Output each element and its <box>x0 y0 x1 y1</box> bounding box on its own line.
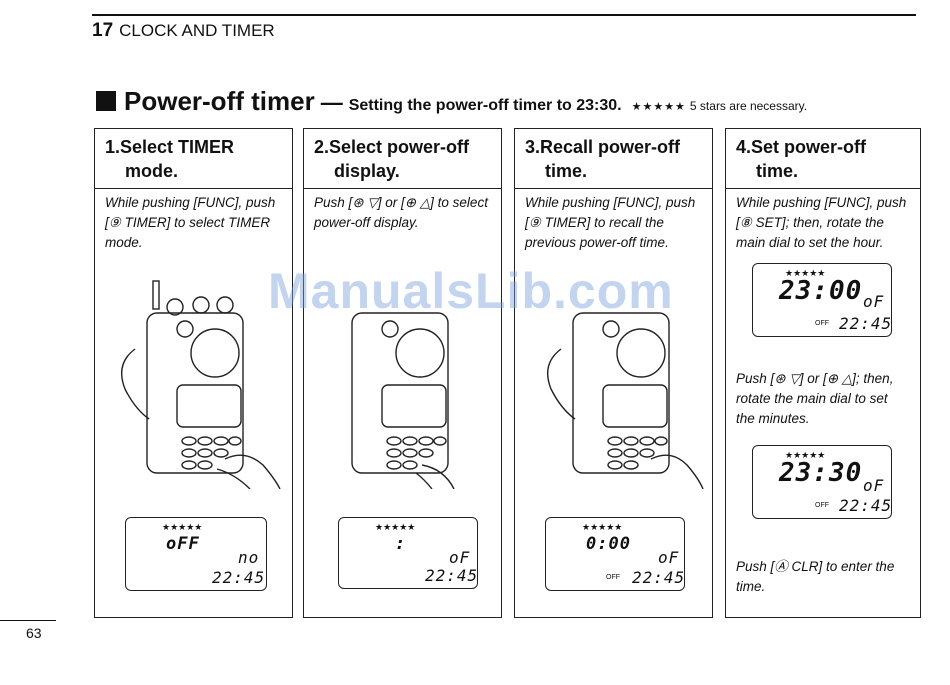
step-2-panel: 2.Select power-off display. Push [⊛ ▽] o… <box>303 128 502 618</box>
lcd-right-readout: oF <box>449 548 471 567</box>
lcd-stars: ★★★★★ <box>582 522 623 532</box>
step-1-heading-line1: 1.Select TIMER <box>105 137 235 157</box>
off-label: OFF <box>815 320 829 327</box>
lcd-right-readout: oF <box>863 476 885 495</box>
radio-hand-illustration <box>547 312 704 489</box>
radio-hand-illustration <box>351 312 455 489</box>
step-4-heading: 4.Set power-off time. <box>726 129 920 189</box>
section-header: 17 CLOCK AND TIMER <box>92 20 275 42</box>
lcd-right-readout: oF <box>658 548 680 567</box>
title-stars: ★★★★★ <box>631 101 686 113</box>
title-dash: — <box>320 90 343 115</box>
step-4-panel: 4.Set power-off time. While pushing [FUN… <box>725 128 921 618</box>
step-3-heading-line2: time. <box>545 161 588 181</box>
step-3-panel: 3.Recall power-off time. While pushing [… <box>514 128 713 618</box>
lcd-time: 22:45 <box>839 496 893 515</box>
top-rule <box>92 14 916 16</box>
title-subtitle: Setting the power-off timer to 23:30. <box>348 97 622 114</box>
step-4-lcd-hour: ★★★★★ 23:00 oF OFF 22:45 <box>752 263 892 337</box>
step-4-heading-line1: 4.Set power-off <box>736 137 867 157</box>
chapter-title: CLOCK AND TIMER <box>119 21 275 40</box>
lcd-main-readout: 0:00 <box>586 534 631 554</box>
step-4-lcd-minutes: ★★★★★ 23:30 oF OFF 22:45 <box>752 445 892 519</box>
lcd-stars: ★★★★★ <box>375 522 416 532</box>
step-1-lcd: ★★★★★ oFF no 22:45 <box>125 517 267 591</box>
step-2-lcd: ★★★★★ : oF 22:45 <box>338 517 478 589</box>
step-1-instructions: While pushing [FUNC], push [⑨ TIMER] to … <box>105 195 276 250</box>
step-2-heading-line1: 2.Select power-off <box>314 137 470 157</box>
step-2-heading: 2.Select power-off display. <box>304 129 501 189</box>
page-title: Power-off timer— Setting the power-off ti… <box>96 86 926 120</box>
lcd-main-readout: : <box>395 534 407 554</box>
step-3-heading-line1: 3.Recall power-off <box>525 137 681 157</box>
lcd-time: 22:45 <box>425 566 479 585</box>
lcd-right-readout: no <box>238 548 260 567</box>
chapter-number: 17 <box>92 20 114 41</box>
lcd-stars: ★★★★★ <box>162 522 203 532</box>
radio-hand-illustration <box>121 280 281 489</box>
title-main: Power-off timer <box>124 86 315 116</box>
lcd-time: 22:45 <box>839 314 893 333</box>
step-3-instructions: While pushing [FUNC], push [⑨ TIMER] to … <box>525 195 696 250</box>
step-1-heading-line2: mode. <box>125 161 179 181</box>
step-3-heading: 3.Recall power-off time. <box>515 129 712 189</box>
step-4-instructions: While pushing [FUNC], push [⑧ SET]; then… <box>736 195 907 250</box>
title-stars-note: 5 stars are necessary. <box>689 99 808 113</box>
step-4-instructions-enter: Push [Ⓐ CLR] to enter the time. <box>736 559 895 594</box>
bullet-square-icon <box>96 91 116 111</box>
lcd-stars: ★★★★★ <box>785 450 826 460</box>
watermark: ManualsLib.com <box>268 263 674 319</box>
lcd-main-readout: oFF <box>166 534 200 554</box>
lcd-stars: ★★★★★ <box>785 268 826 278</box>
step-3-lcd: ★★★★★ 0:00 oF OFF 22:45 <box>545 517 685 591</box>
step-2-instructions: Push [⊛ ▽] or [⊕ △] to select power-off … <box>314 195 488 230</box>
step-4-instructions-minutes: Push [⊛ ▽] or [⊕ △]; then, rotate the ma… <box>736 371 894 426</box>
lcd-right-readout: oF <box>863 292 885 311</box>
step-2-heading-line2: display. <box>334 161 400 181</box>
lcd-main-readout: 23:30 <box>779 458 863 488</box>
lcd-time: 22:45 <box>212 568 266 587</box>
step-1-heading: 1.Select TIMER mode. <box>95 129 292 189</box>
page-number-rule <box>0 620 56 621</box>
off-label: OFF <box>815 502 829 509</box>
lcd-time: 22:45 <box>632 568 686 587</box>
off-label: OFF <box>606 574 620 581</box>
page-number: 63 <box>26 625 42 641</box>
lcd-main-readout: 23:00 <box>779 276 863 306</box>
step-4-heading-line2: time. <box>756 161 799 181</box>
step-1-panel: 1.Select TIMER mode. While pushing [FUNC… <box>94 128 293 618</box>
